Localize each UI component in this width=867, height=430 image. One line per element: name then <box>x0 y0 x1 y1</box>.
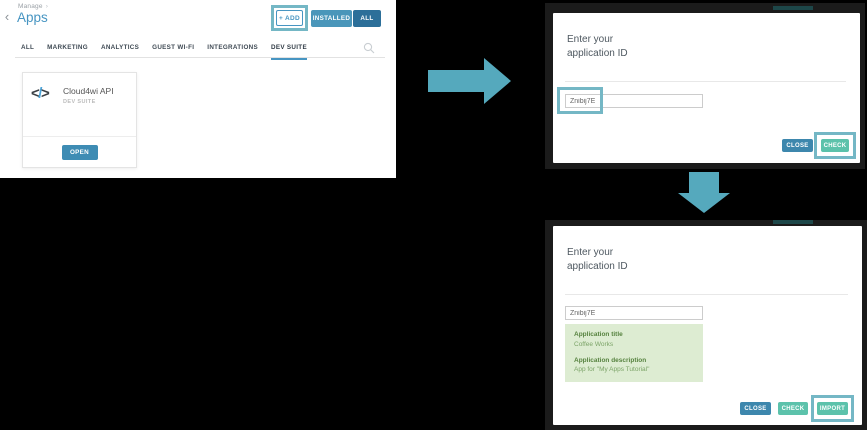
tab-analytics[interactable]: ANALYTICS <box>100 44 140 51</box>
cropped-highlight <box>773 220 813 224</box>
check-button-highlight <box>814 132 856 159</box>
page-title: Apps <box>17 10 48 25</box>
tab-all[interactable]: ALL <box>21 44 35 51</box>
card-divider <box>23 136 136 137</box>
check-button[interactable]: CHECK <box>778 402 808 415</box>
close-button[interactable]: CLOSE <box>782 139 813 152</box>
check-modal-frame: Enter your application ID CLOSE CHECK <box>545 3 865 169</box>
app-check-result-box: Application title Coffee Works Applicati… <box>565 324 703 382</box>
add-button[interactable]: + ADD <box>276 10 303 26</box>
cropped-highlight <box>773 6 813 10</box>
modal-title: Enter your application ID <box>567 247 628 272</box>
import-button[interactable]: IMPORT <box>817 402 848 415</box>
tab-integrations[interactable]: INTEGRATIONS <box>207 44 258 51</box>
close-button[interactable]: CLOSE <box>740 402 771 415</box>
flow-arrow-down-icon <box>678 172 730 213</box>
open-app-button[interactable]: OPEN <box>61 145 98 160</box>
application-description-label: Application description <box>574 356 647 364</box>
back-chevron-icon[interactable]: ‹ <box>4 9 10 24</box>
application-title-value: Coffee Works <box>574 340 614 348</box>
tab-marketing[interactable]: MARKETING <box>47 44 88 51</box>
enter-app-id-modal-import: Enter your application ID Application ti… <box>553 226 862 425</box>
installed-filter-button[interactable]: INSTALLED <box>311 10 352 27</box>
application-description-value: App for "My Apps Tutorial" <box>574 366 650 373</box>
app-card-category: DEV SUITE <box>63 99 96 105</box>
modal-title: Enter your application ID <box>567 34 628 59</box>
import-modal-frame: Enter your application ID Application ti… <box>545 220 867 430</box>
modal-divider <box>565 81 846 82</box>
tab-dev-suite[interactable]: DEV SUITE <box>271 44 307 60</box>
app-card-cloud4wi-api: </> Cloud4wi API DEV SUITE OPEN <box>22 72 137 168</box>
category-tabs: ALL MARKETING ANALYTICS GUEST WI-FI INTE… <box>21 44 307 60</box>
enter-app-id-modal-check: Enter your application ID CLOSE CHECK <box>553 13 860 163</box>
all-filter-button[interactable]: ALL <box>353 10 381 27</box>
app-card-title: Cloud4wi API <box>63 86 114 96</box>
apps-page-panel: ‹ Manage› Apps + ADD INSTALLED ALL ALL M… <box>0 0 396 178</box>
breadcrumb-separator: › <box>45 3 49 10</box>
check-button[interactable]: CHECK <box>821 139 849 152</box>
import-button-highlight <box>811 395 854 422</box>
tabs-divider <box>15 57 385 58</box>
add-button-highlight: + ADD <box>271 5 308 31</box>
application-title-label: Application title <box>574 331 623 338</box>
application-id-input[interactable] <box>565 94 703 108</box>
search-icon[interactable] <box>363 42 375 54</box>
application-id-input[interactable] <box>565 306 703 320</box>
breadcrumb[interactable]: Manage› <box>18 3 48 10</box>
modal-divider <box>565 294 848 295</box>
breadcrumb-manage[interactable]: Manage <box>18 3 43 10</box>
input-highlight <box>557 87 603 114</box>
flow-arrow-right-icon <box>428 58 511 104</box>
code-icon: </> <box>31 85 50 102</box>
tab-guest-wifi[interactable]: GUEST WI-FI <box>152 44 195 51</box>
